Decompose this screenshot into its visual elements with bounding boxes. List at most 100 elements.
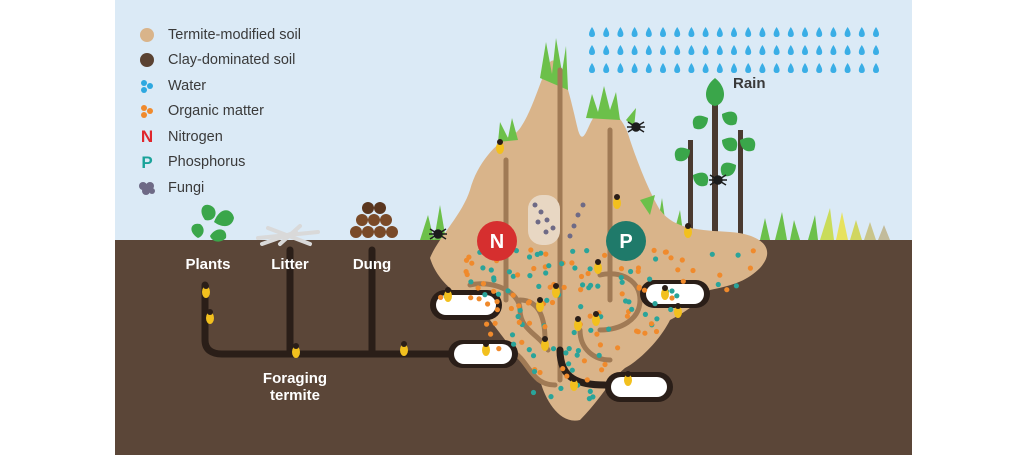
nutrient-dot	[619, 279, 625, 285]
termite-icon	[482, 341, 490, 356]
nutrient-dot	[587, 313, 593, 319]
foraging-tunnels	[201, 246, 609, 389]
legend-label: Phosphorus	[168, 154, 246, 171]
nutrient-dot	[750, 248, 756, 254]
termite-icon	[444, 287, 452, 302]
rain-drop-icon	[873, 27, 879, 37]
nutrient-dot	[680, 278, 686, 284]
plants-icon	[191, 204, 234, 242]
legend-item-phosphorus: P Phosphorus	[136, 150, 301, 176]
nutrient-dot	[569, 260, 575, 266]
nutrient-dot	[628, 268, 634, 275]
rain-drop-icon	[787, 63, 794, 73]
rain-drop-icon	[802, 27, 808, 37]
nutrient-dot	[651, 247, 657, 253]
nutrient-dot	[526, 347, 532, 353]
rain-drop-icon	[816, 27, 823, 37]
nutrient-dot	[542, 324, 548, 330]
nutrient-dot	[575, 348, 582, 354]
plants-label: Plants	[185, 256, 231, 273]
nutrient-dot	[636, 285, 642, 291]
nutrient-dot	[574, 352, 580, 358]
nutrient-dot	[584, 248, 590, 254]
nutrient-dot	[647, 276, 653, 282]
nutrient-dot	[491, 288, 497, 294]
nutrient-dot	[547, 284, 553, 290]
nutrient-dot	[508, 305, 514, 312]
nutrient-dot	[438, 294, 444, 300]
rain-drop-icon	[603, 63, 610, 73]
rain-drop-icon	[731, 27, 737, 37]
nitrogen-letter-icon: N	[136, 128, 158, 146]
nutrient-dot	[488, 331, 494, 337]
rain-drop-icon	[759, 45, 766, 55]
rain-drop-icon	[830, 45, 837, 55]
nutrient-dot	[531, 368, 538, 375]
nutrient-dot	[510, 273, 516, 279]
nutrient-dot	[623, 298, 629, 304]
nutrient-dot	[668, 306, 674, 313]
nutrient-dot	[653, 328, 660, 335]
rain-drop-icon	[645, 63, 652, 73]
nutrient-dot	[724, 287, 730, 293]
nutrient-dot	[599, 367, 605, 373]
dung-label: Dung	[352, 256, 392, 273]
nutrient-dot	[550, 346, 557, 352]
nutrient-dot	[528, 247, 534, 253]
rain-drop-icon	[674, 27, 681, 37]
nutrient-dot	[585, 270, 591, 277]
nutrient-dot	[597, 342, 604, 348]
foraging-termite-label: Foraging termite	[250, 370, 340, 404]
legend-item-fungi: Fungi	[136, 175, 301, 201]
rain-drops	[589, 27, 879, 73]
nutrient-dot	[715, 281, 721, 288]
rain-drop-icon	[731, 45, 737, 55]
termite-icon	[541, 336, 549, 351]
nutrient-dot	[509, 332, 516, 338]
nutrient-dot	[679, 257, 685, 263]
nutrient-dot	[475, 285, 481, 291]
rain-drop-icon	[617, 45, 624, 55]
rain-drop-icon	[589, 63, 595, 73]
legend: Termite-modified soil Clay-dominated soi…	[136, 22, 301, 201]
nutrient-dot	[618, 266, 625, 272]
nutrient-dot	[484, 321, 490, 327]
termite-icon	[613, 194, 621, 209]
nutrient-dot	[495, 291, 502, 297]
nutrient-dot	[606, 326, 612, 332]
nutrient-dot	[668, 255, 674, 261]
nutrient-dot	[578, 304, 584, 310]
nutrient-dot	[578, 287, 584, 293]
rain-drop-icon	[617, 63, 624, 73]
nutrient-dot	[527, 273, 533, 279]
nutrient-dot	[584, 377, 590, 383]
termite-icon	[674, 303, 682, 318]
nutrient-dot	[587, 388, 593, 394]
nutrient-dot	[629, 306, 635, 312]
nitrogen-letter: N	[140, 127, 154, 147]
nutrient-dot	[564, 373, 570, 379]
termite-icon	[661, 285, 669, 300]
litter-icon	[256, 224, 320, 246]
termite-icon	[552, 283, 560, 298]
nutrient-dot	[496, 346, 502, 352]
nutrient-dot	[642, 330, 648, 336]
rain-drop-icon	[645, 27, 652, 37]
rain-drop-icon	[773, 45, 780, 55]
rain-drop-icon	[816, 45, 823, 55]
nitrogen-badge-letter: N	[490, 231, 504, 253]
termite-icon	[206, 309, 214, 324]
nutrient-dot	[559, 261, 565, 267]
rain-drop-icon	[759, 27, 766, 37]
nutrient-dot	[515, 313, 521, 320]
rain-drop-icon	[674, 45, 681, 55]
nutrient-dot	[602, 252, 608, 258]
rain-drop-icon	[773, 27, 780, 37]
nutrient-dot	[586, 285, 592, 291]
legend-item-water: Water	[136, 73, 301, 99]
nutrient-dot	[517, 307, 523, 313]
termite-icon	[496, 139, 504, 154]
rain-drop-icon	[688, 45, 695, 55]
legend-label: Water	[168, 77, 207, 94]
termite-icon	[400, 341, 408, 356]
